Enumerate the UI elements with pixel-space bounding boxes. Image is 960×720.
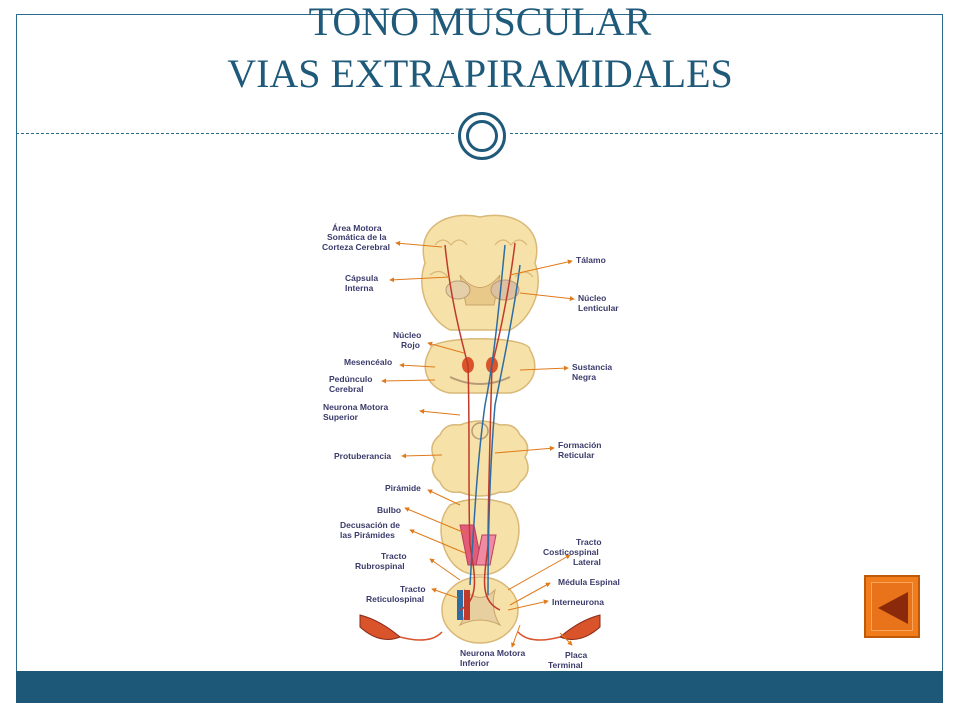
label-neurona-superior-2: Superior (323, 412, 359, 422)
label-neurona-superior-1: Neurona Motora (323, 402, 388, 412)
label-piramide: Pirámide (385, 483, 421, 493)
footer-bar (16, 671, 943, 703)
midbrain-section (424, 338, 536, 394)
slide-title-line1: TONO MUSCULAR (308, 0, 652, 44)
title-divider-left (16, 133, 454, 134)
brain-section (421, 214, 539, 331)
label-pedunculo-1: Pedúnculo (329, 374, 372, 384)
label-decusacion-1: Decusación de (340, 520, 400, 530)
label-placa-terminal-2: Terminal (548, 660, 583, 670)
label-capsula-1: Cápsula (345, 273, 378, 283)
label-nucleo-rojo-2: Rojo (401, 340, 420, 350)
label-nucleo-lenticular-2: Lenticular (578, 303, 619, 313)
label-sustancia-negra-1: Sustancia (572, 362, 612, 372)
title-divider-right (510, 133, 943, 134)
label-placa-terminal-1: Placa (565, 650, 587, 660)
muscle-left (359, 614, 443, 641)
label-tracto-corticospinal-3: Lateral (573, 557, 601, 567)
label-area-motora-3: Corteza Cerebral (322, 242, 390, 252)
motor-pathway-lines (444, 242, 521, 611)
label-formacion-reticular-2: Reticular (558, 450, 595, 460)
back-button[interactable] (864, 575, 920, 638)
label-pedunculo-2: Cerebral (329, 384, 364, 394)
label-tracto-rubrospinal-1: Tracto (381, 551, 407, 561)
pons-section (431, 420, 529, 497)
label-sustancia-negra-2: Negra (572, 372, 596, 382)
label-capsula-2: Interna (345, 283, 374, 293)
label-tracto-corticospinal-1: Tracto (576, 537, 602, 547)
slide-title-line2: VIAS EXTRAPIRAMIDALES (227, 51, 733, 96)
label-protuberancia: Protuberancia (334, 451, 391, 461)
label-mesencefalo: Mesencéalo (344, 357, 392, 367)
spinal-cord-section (441, 576, 519, 644)
label-area-motora-1: Área Motora (332, 223, 382, 233)
label-bulbo: Bulbo (377, 505, 401, 515)
label-medula-espinal: Médula Espinal (558, 577, 620, 587)
label-neurona-inferior-1: Neurona Motora (460, 648, 525, 658)
label-decusacion-2: las Pirámides (340, 530, 395, 540)
label-formacion-reticular-1: Formación (558, 440, 601, 450)
label-tracto-rubrospinal-2: Rubrospinal (355, 561, 405, 571)
label-interneurona: Interneurona (552, 597, 604, 607)
label-area-motora-2: Somática de la (327, 232, 387, 242)
medulla-section (440, 498, 520, 576)
label-nucleo-rojo-1: Núcleo (393, 330, 421, 340)
label-arrows (381, 240, 575, 648)
label-tracto-corticospinal-2: Costicospinal (543, 547, 599, 557)
label-talamo: Tálamo (576, 255, 606, 265)
label-nucleo-lenticular-1: Núcleo (578, 293, 606, 303)
label-neurona-inferior-2: Inferior (460, 658, 490, 668)
label-tracto-reticulospinal-2: Reticulospinal (366, 594, 424, 604)
ornament-ring-icon (458, 112, 506, 160)
muscle-right (517, 614, 601, 641)
label-tracto-reticulospinal-1: Tracto (400, 584, 426, 594)
extrapyramidal-pathway-diagram: Área Motora Somática de la Corteza Cereb… (322, 214, 620, 678)
triangle-left-icon (878, 592, 908, 624)
